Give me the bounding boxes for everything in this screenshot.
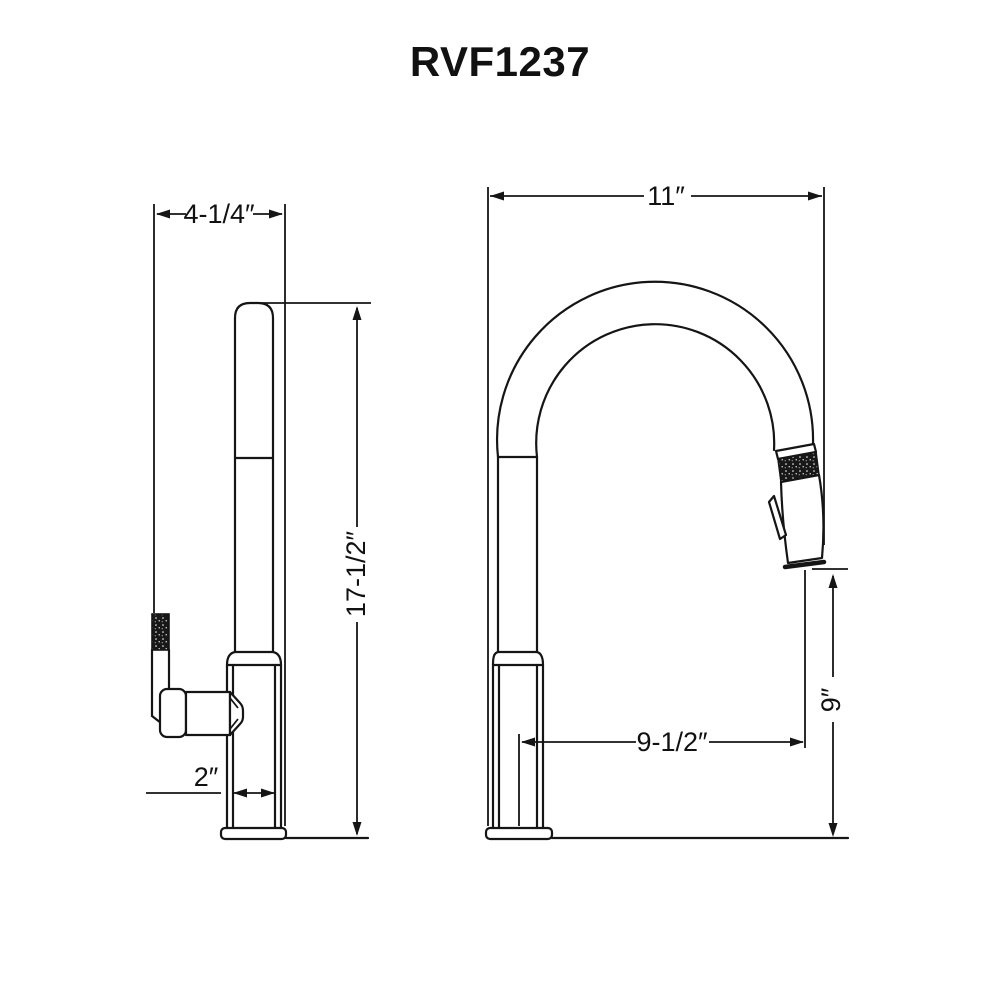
body-walls xyxy=(491,663,545,829)
sprayer-body xyxy=(779,473,825,565)
arrowhead-up-icon xyxy=(828,574,838,588)
dim-front-outlet-height: 9″ xyxy=(812,568,848,837)
sprayer-head xyxy=(767,442,827,570)
dim-side-body-width-label: 2″ xyxy=(194,762,219,792)
arrowhead-right-icon xyxy=(269,209,283,219)
dim-side-body-width: 2″ xyxy=(146,762,275,798)
front-view: 11″ xyxy=(484,181,850,841)
arrowhead-left-icon xyxy=(156,209,170,219)
side-handle xyxy=(150,613,245,739)
arch-outer-curve xyxy=(495,280,815,459)
arch-inner-curve xyxy=(535,323,776,459)
front-base xyxy=(484,826,850,841)
dim-front-outlet-height-label: 9″ xyxy=(816,687,846,712)
handle-cone xyxy=(228,690,245,737)
arrowhead-right-icon xyxy=(261,788,275,798)
arrowhead-up-icon xyxy=(352,306,362,320)
column-walls xyxy=(496,455,539,654)
side-view: 4-1/4″ 17-1/2″ xyxy=(146,199,371,841)
dim-front-spout-reach: 9-1/2″ xyxy=(518,570,806,826)
arrowhead-left-icon xyxy=(233,788,247,798)
spout-outline xyxy=(233,301,275,654)
side-body xyxy=(225,663,283,829)
arrowhead-left-icon xyxy=(490,191,504,201)
dim-front-spout-reach-label: 9-1/2″ xyxy=(636,727,708,757)
column-collar xyxy=(491,650,545,667)
side-base xyxy=(219,826,370,841)
front-column xyxy=(491,455,545,829)
spout-collar xyxy=(225,650,283,667)
dim-side-top-width-label: 4-1/4″ xyxy=(183,199,255,229)
arrowhead-down-icon xyxy=(352,822,362,836)
dim-side-top-width: 4-1/4″ xyxy=(153,199,286,826)
handle-mount-block xyxy=(184,690,232,737)
body-walls xyxy=(225,663,283,829)
dim-side-overall-height-label: 17-1/2″ xyxy=(341,531,371,618)
handle-cone-detail-lines xyxy=(229,697,239,730)
side-spout xyxy=(225,301,283,667)
handle-grip-band xyxy=(151,613,170,651)
arrowhead-right-icon xyxy=(790,737,804,747)
page-title: RVF1237 xyxy=(409,38,591,85)
front-arch xyxy=(495,280,815,459)
dim-side-overall-height: 17-1/2″ xyxy=(257,302,371,836)
base-plate xyxy=(219,826,288,841)
sprayer-lever xyxy=(767,494,788,541)
sprayer-nozzle-cap xyxy=(782,559,827,570)
arrowhead-down-icon xyxy=(828,823,838,837)
base-plate xyxy=(484,826,554,841)
handle-pivot xyxy=(158,687,188,739)
dim-front-overall-width: 11″ xyxy=(487,181,825,826)
arrowhead-left-icon xyxy=(521,737,535,747)
dim-front-overall-width-label: 11″ xyxy=(647,181,685,211)
arrowhead-right-icon xyxy=(808,191,822,201)
